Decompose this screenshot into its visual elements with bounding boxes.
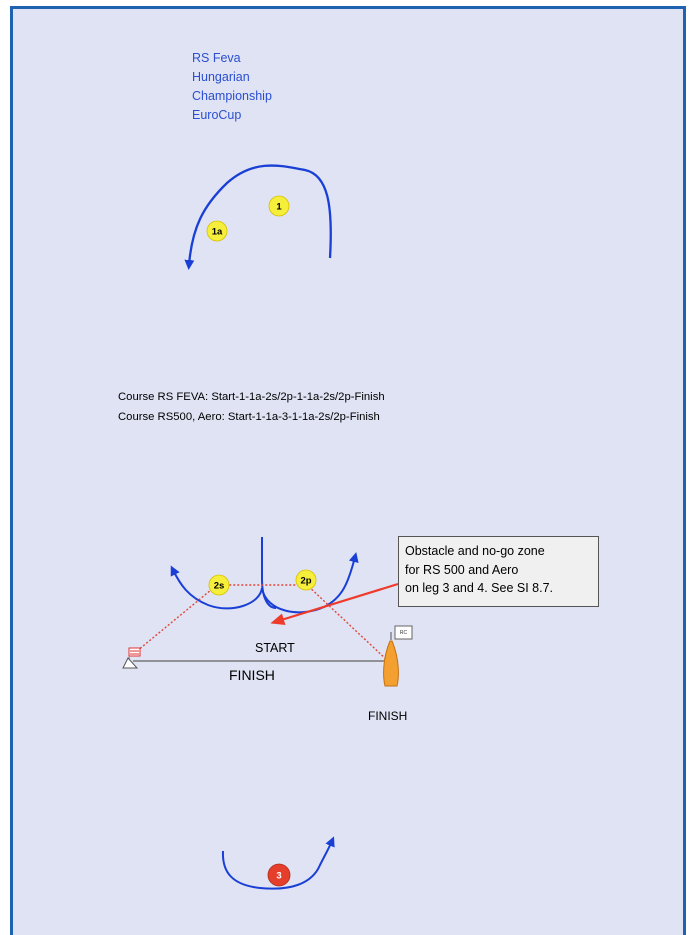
callout-line: Obstacle and no-go zone xyxy=(405,544,545,558)
committee-boat: RC xyxy=(383,625,413,687)
callout-line: for RS 500 and Aero xyxy=(405,562,519,577)
event-title: RS Feva Hungarian Championship EuroCup xyxy=(192,49,272,125)
gate-center-line xyxy=(261,537,277,609)
diagram-frame xyxy=(10,6,686,935)
course-description: Course RS FEVA: Start-1-1a-2s/2p-1-1a-2s… xyxy=(118,387,385,427)
event-title-line: Hungarian xyxy=(192,70,250,84)
mark-1: 1 xyxy=(268,195,290,217)
mark-2s: 2s xyxy=(208,574,230,596)
mark-2p-label: 2p xyxy=(300,576,311,587)
no-go-zone-line xyxy=(136,584,389,662)
callout-line: on leg 3 and 4. See SI 8.7. xyxy=(405,581,554,595)
course-feva: Course RS FEVA: Start-1-1a-2s/2p-1-1a-2s… xyxy=(118,391,385,403)
mark-1a-label: 1a xyxy=(212,227,223,238)
committee-flag xyxy=(394,625,413,640)
event-title-line: Championship xyxy=(192,89,272,103)
finish-line-label: FINISH xyxy=(229,667,275,683)
course-rs500-aero: Course RS500, Aero: Start-1-1a-3-1-1a-2s… xyxy=(118,411,380,423)
obstacle-arrow xyxy=(270,582,399,625)
mark-1a: 1a xyxy=(206,220,228,242)
lower-course-arrow xyxy=(221,836,335,890)
mark-3-label: 3 xyxy=(276,871,281,882)
gate-left-arrow xyxy=(170,565,263,610)
mark-1-label: 1 xyxy=(276,202,282,213)
finish-boat-label: FINISH xyxy=(368,709,408,723)
event-title-line: RS Feva xyxy=(192,51,241,65)
obstacle-callout: Obstacle and no-go zone for RS 500 and A… xyxy=(398,536,599,607)
mark-3: 3 xyxy=(267,863,291,887)
committee-flag-label: RC xyxy=(400,630,408,636)
pin-end-mark xyxy=(122,647,141,669)
event-title-line: EuroCup xyxy=(192,108,242,122)
mark-2s-label: 2s xyxy=(214,581,225,592)
upper-course-arrow xyxy=(184,164,332,270)
start-label: START xyxy=(255,641,295,655)
mark-2p: 2p xyxy=(295,569,317,591)
